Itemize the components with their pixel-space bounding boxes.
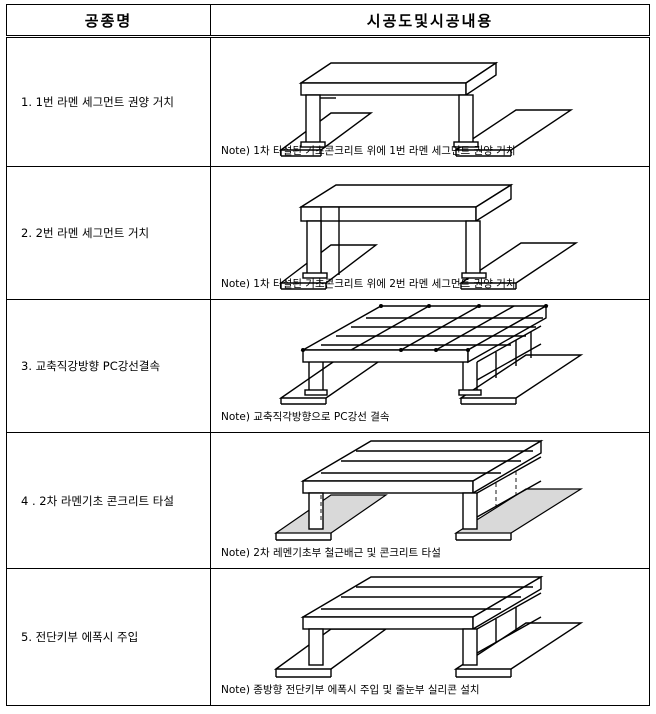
header-work-name: 공종명: [6, 4, 211, 38]
row-4-drawing-cell: Note) 2차 레멘기초부 철근배근 및 콘크리트 타설: [210, 432, 650, 569]
row-1-label: 1. 1번 라멘 세그먼트 권양 거치: [6, 36, 211, 167]
row-2-drawing-cell: Note) 1차 타설된 기초콘크리트 위에 2번 라멘 세그먼트 권양 거치: [210, 166, 650, 300]
row-5-note: Note) 종방향 전단키부 에폭시 주입 및 줄눈부 실리콘 설치: [221, 684, 480, 696]
segment-1-drawing: [278, 61, 574, 157]
construction-sequence-sheet: 공종명 시공도및시공내용 1. 1번 라멘 세그먼트 권양 거치: [6, 4, 650, 708]
table-row: 2. 2번 라멘 세그먼트 거치 Note) 1차 타설된 기초콘크리트 위에 …: [6, 166, 650, 300]
construction-table: 공종명 시공도및시공내용 1. 1번 라멘 세그먼트 권양 거치: [6, 4, 650, 706]
row-4-note: Note) 2차 레멘기초부 철근배근 및 콘크리트 타설: [221, 547, 441, 559]
row-3-note: Note) 교축직각방향으로 PC강선 결속: [221, 411, 390, 423]
table-row: 4 . 2차 라멘기초 콘크리트 타설 Note) 2차 레멘기초부 철근배근: [6, 432, 650, 569]
row-5-label: 5. 전단키부 에폭시 주입: [6, 568, 211, 706]
shear-key-epoxy-drawing: [273, 575, 584, 678]
row-3-drawing-cell: Note) 교축직각방향으로 PC강선 결속: [210, 299, 650, 433]
table-header: 공종명 시공도및시공내용: [6, 4, 650, 38]
row-1-drawing-cell: Note) 1차 타설된 기초콘크리트 위에 1번 라멘 세그먼트 권양 거치: [210, 36, 650, 167]
header-drawing-content: 시공도및시공내용: [210, 4, 650, 38]
row-5-drawing-cell: Note) 종방향 전단키부 에폭시 주입 및 줄눈부 실리콘 설치: [210, 568, 650, 706]
row-1-note: Note) 1차 타설된 기초콘크리트 위에 1번 라멘 세그먼트 권양 거치: [221, 145, 516, 157]
table-row: 5. 전단키부 에폭시 주입 Note) 종방향 전단키부 에폭시 주입 및 줄…: [6, 568, 650, 706]
footing-concrete-drawing: [274, 439, 584, 541]
pc-strand-drawing: [278, 304, 584, 405]
row-2-note: Note) 1차 타설된 기초콘크리트 위에 2번 라멘 세그먼트 권양 거치: [221, 278, 516, 290]
table-row: 3. 교축직강방향 PC강선결속: [6, 299, 650, 433]
row-2-label: 2. 2번 라멘 세그먼트 거치: [6, 166, 211, 300]
row-4-label: 4 . 2차 라멘기초 콘크리트 타설: [6, 432, 211, 569]
table-row: 1. 1번 라멘 세그먼트 권양 거치 Note) 1차 타설된 기초콘크리트: [6, 36, 650, 167]
segment-2-drawing: [278, 183, 579, 290]
row-3-label: 3. 교축직강방향 PC강선결속: [6, 299, 211, 433]
